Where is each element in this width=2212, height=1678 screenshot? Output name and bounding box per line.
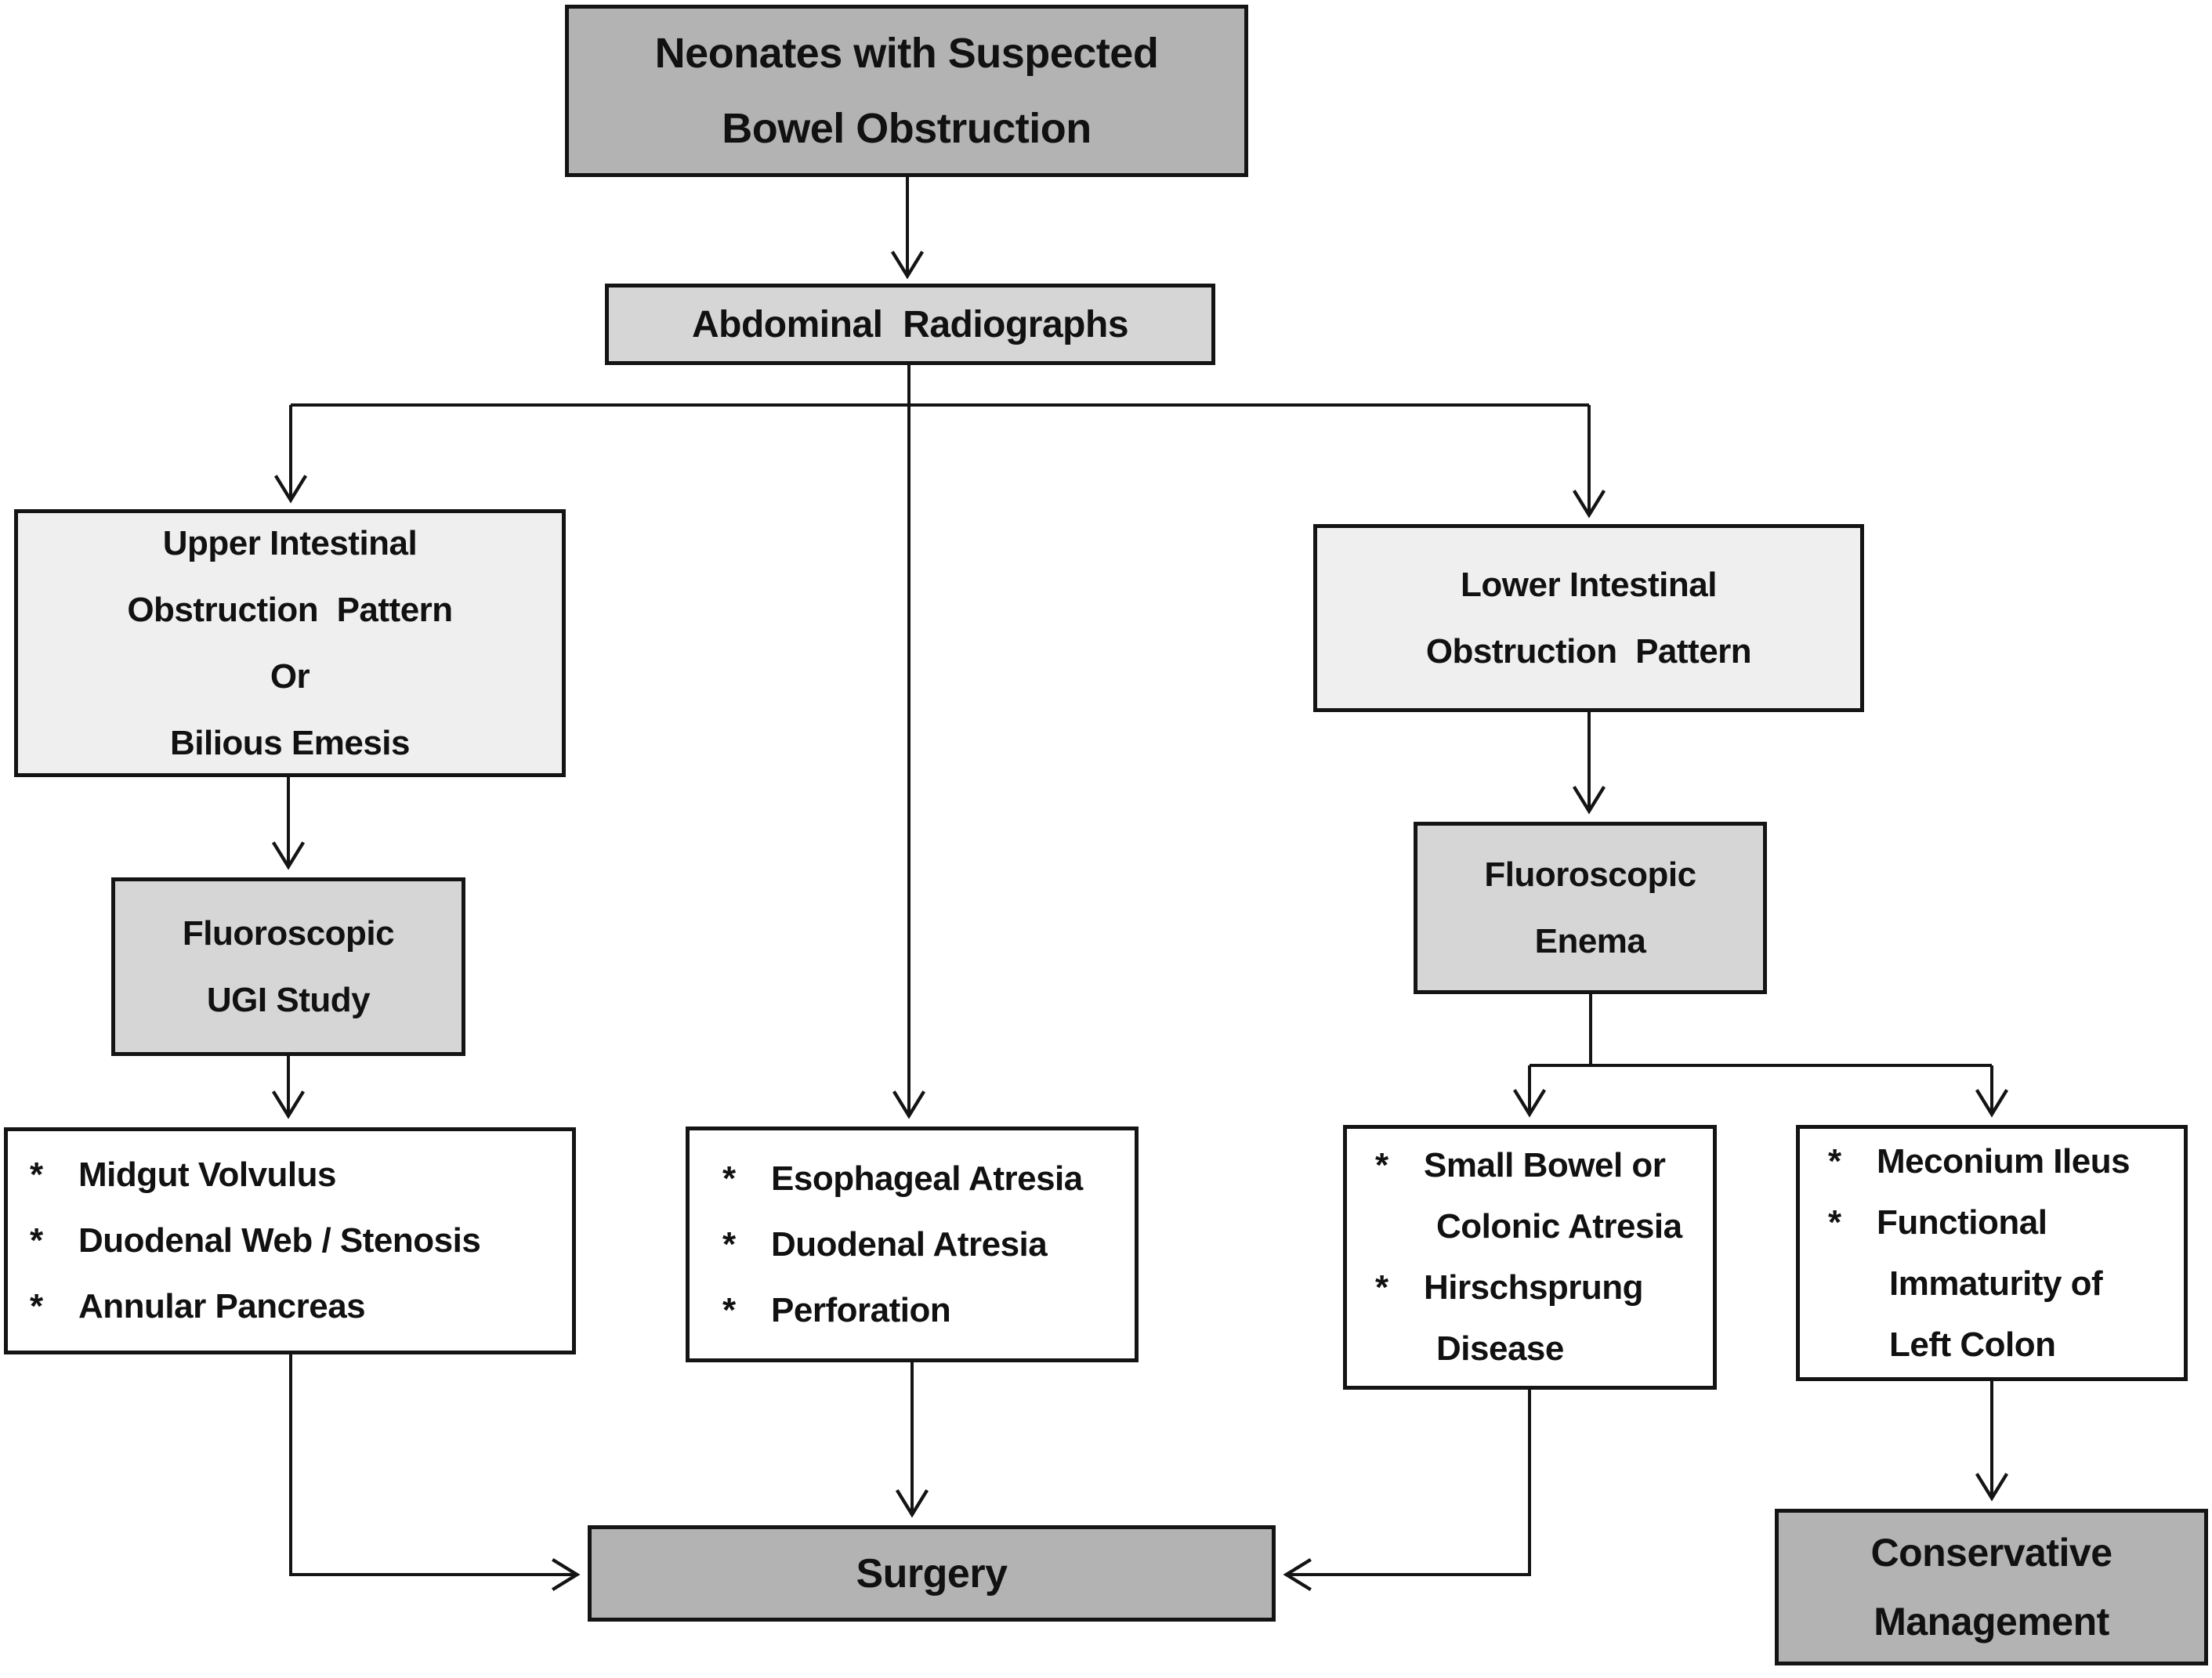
node-upper-line: Obstruction Pattern	[127, 591, 453, 629]
connector-enema-branch-rail	[1530, 994, 1992, 1067]
list-item-text: Colonic Atresia	[1436, 1207, 1682, 1246]
connector-radiographs-branch-rail	[291, 365, 1589, 407]
node-enema-conservative-findings: * Meconium Ileus * Functional Immaturity…	[1796, 1125, 2188, 1381]
list-item-text: Esophageal Atresia	[771, 1159, 1083, 1198]
list-item-text: Hirschsprung	[1424, 1268, 1644, 1307]
list-item-text: Perforation	[771, 1290, 951, 1329]
node-abdominal-radiographs-label: Abdominal Radiographs	[691, 303, 1129, 345]
connector-surgical-findings-to-surgery	[1283, 1390, 1531, 1592]
bullet: *	[1375, 1268, 1388, 1307]
list-item: * Duodenal Atresia	[722, 1212, 1048, 1278]
list-item-text: Midgut Volvulus	[78, 1155, 337, 1194]
node-enema-surgical-findings: * Small Bowel or Colonic Atresia * Hirsc…	[1343, 1125, 1717, 1390]
node-conservative-line: Management	[1874, 1600, 2109, 1644]
bullet: *	[30, 1155, 43, 1194]
bullet: *	[1828, 1202, 1841, 1242]
list-item: * Duodenal Web / Stenosis	[30, 1208, 481, 1274]
node-conservative-line: Conservative	[1870, 1531, 2112, 1575]
list-item-text: Duodenal Web / Stenosis	[78, 1221, 481, 1260]
node-enema-line: Fluoroscopic	[1484, 855, 1696, 894]
list-item: * Hirschsprung	[1375, 1257, 1644, 1318]
node-conservative-management: Conservative Management	[1775, 1509, 2208, 1665]
list-item: * Perforation	[722, 1278, 951, 1343]
list-item-text: Annular Pancreas	[78, 1287, 366, 1325]
node-radiograph-findings: * Esophageal Atresia * Duodenal Atresia …	[686, 1127, 1139, 1362]
list-item-text: Meconium Ileus	[1877, 1141, 2131, 1181]
node-enema-line: Enema	[1534, 922, 1646, 960]
node-upper-line: Or	[270, 657, 310, 696]
list-item-text: Duodenal Atresia	[771, 1224, 1048, 1264]
list-item-text: Disease	[1436, 1329, 1564, 1368]
node-upper-line: Bilious Emesis	[169, 724, 411, 762]
node-abdominal-radiographs: Abdominal Radiographs	[605, 284, 1215, 365]
node-start-line: Neonates with Suspected	[654, 30, 1159, 77]
list-item-text: Small Bowel or	[1424, 1146, 1666, 1184]
node-lower-intestinal-pattern: Lower Intestinal Obstruction Pattern	[1313, 524, 1864, 712]
list-item: * Esophageal Atresia	[722, 1146, 1083, 1212]
node-lower-line: Lower Intestinal	[1461, 566, 1717, 604]
list-item: * Annular Pancreas	[30, 1274, 366, 1340]
node-surgery: Surgery	[588, 1525, 1276, 1622]
connector-ugi-findings-to-surgery	[289, 1354, 581, 1592]
node-ugi-line: UGI Study	[206, 981, 371, 1019]
node-fluoroscopic-enema: Fluoroscopic Enema	[1414, 822, 1767, 994]
node-start-line: Bowel Obstruction	[722, 105, 1092, 152]
node-lower-line: Obstruction Pattern	[1425, 632, 1752, 671]
list-item-text: Functional	[1877, 1202, 2047, 1242]
list-item: * Small Bowel or	[1375, 1135, 1666, 1196]
list-item-continuation: Disease	[1375, 1318, 1564, 1380]
bullet: *	[722, 1159, 736, 1198]
node-ugi-findings: * Midgut Volvulus * Duodenal Web / Steno…	[4, 1127, 576, 1354]
node-fluoroscopic-ugi-study: Fluoroscopic UGI Study	[111, 877, 465, 1056]
bullet: *	[1375, 1146, 1388, 1184]
list-item: * Functional	[1828, 1192, 2047, 1253]
list-item: * Meconium Ileus	[1828, 1131, 2131, 1192]
list-item-continuation: Colonic Atresia	[1375, 1196, 1682, 1257]
bullet: *	[30, 1221, 43, 1260]
bullet: *	[722, 1290, 736, 1329]
node-start: Neonates with Suspected Bowel Obstructio…	[565, 5, 1248, 177]
list-item-continuation: Left Colon	[1828, 1315, 2056, 1376]
bullet: *	[722, 1224, 736, 1264]
list-item-text: Immaturity of	[1889, 1264, 2103, 1303]
list-item: * Midgut Volvulus	[30, 1142, 337, 1208]
bullet: *	[1828, 1141, 1841, 1181]
list-item-continuation: Immaturity of	[1828, 1253, 2103, 1315]
list-item-text: Left Colon	[1889, 1325, 2056, 1364]
node-upper-intestinal-pattern: Upper Intestinal Obstruction Pattern Or …	[14, 509, 566, 777]
node-upper-line: Upper Intestinal	[162, 524, 418, 562]
node-surgery-label: Surgery	[856, 1550, 1008, 1597]
bullet: *	[30, 1287, 43, 1325]
node-ugi-line: Fluoroscopic	[182, 914, 395, 953]
